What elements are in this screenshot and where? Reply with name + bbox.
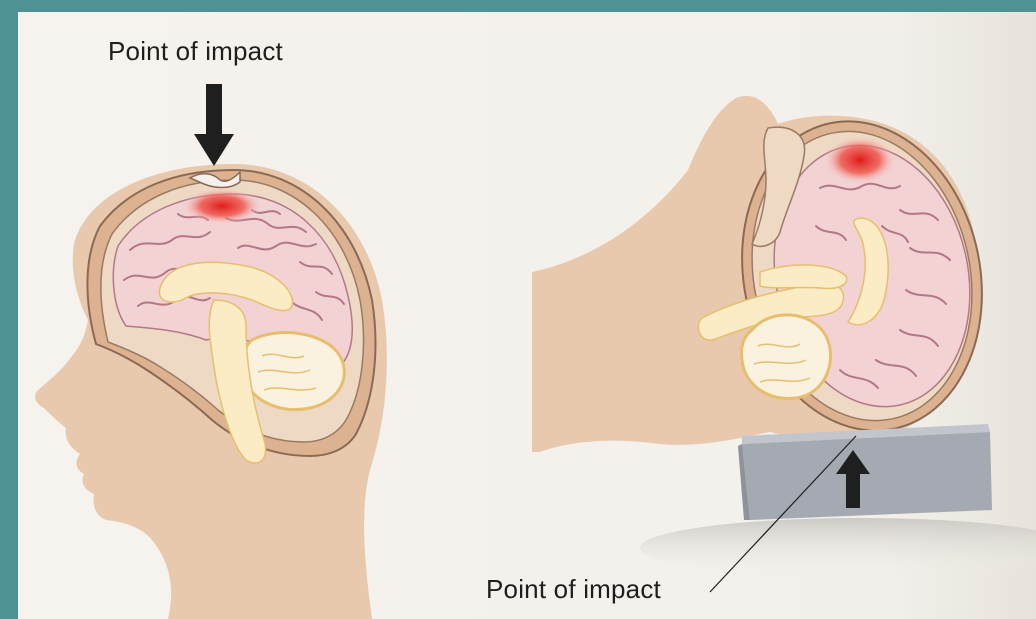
right-contusion [824,136,896,184]
left-cerebellum [243,333,345,410]
point-of-impact-label-top: Point of impact [108,36,283,67]
right-brainstem-upper [760,265,847,289]
point-of-impact-label-bottom: Point of impact [486,574,661,605]
right-cerebellum [741,315,830,399]
left-contusion [182,188,262,224]
